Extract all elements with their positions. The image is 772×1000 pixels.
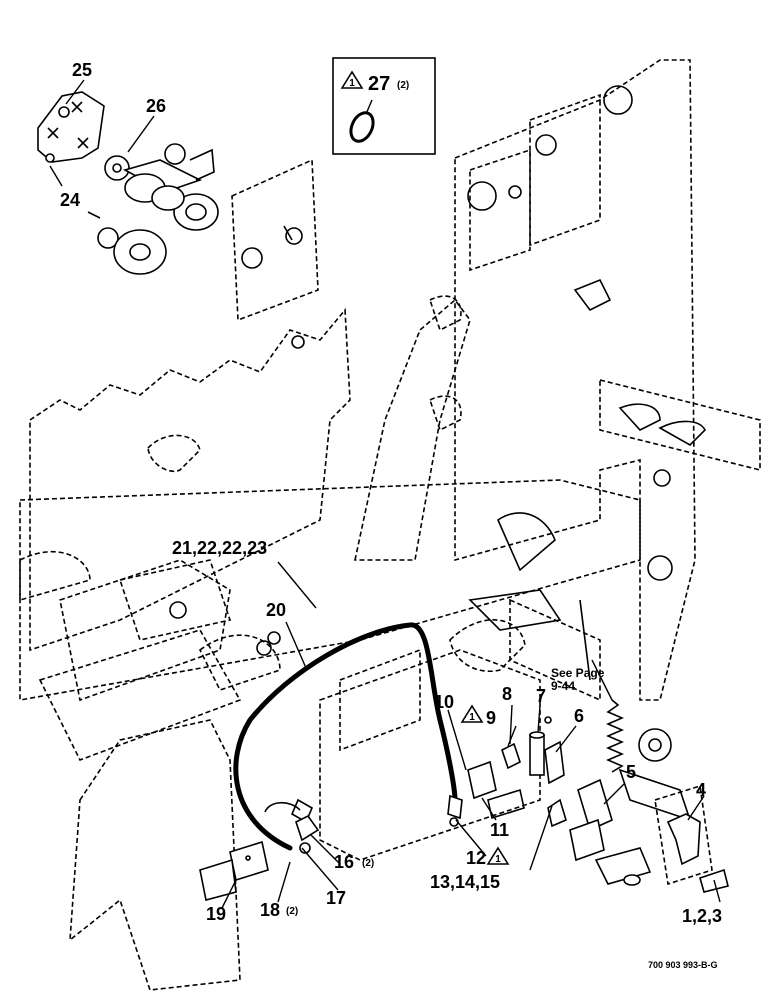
callout-27: 27: [368, 73, 390, 95]
callout-16: 16: [334, 852, 354, 872]
warning-triangle-icon: 1: [460, 704, 484, 723]
callout-1-3: 1,2,3: [682, 906, 722, 926]
callout-13-15: 13,14,15: [430, 872, 500, 892]
see-page-label: See Page: [551, 666, 605, 680]
callout-20: 20: [266, 600, 286, 620]
callout-18: 18: [260, 900, 280, 920]
callout-21-23: 21,22,22,23: [172, 538, 267, 558]
callout-10: 10: [434, 692, 454, 712]
mounting-plate: [231, 158, 319, 322]
svg-text:1: 1: [495, 854, 501, 865]
callout-27-qty: (2): [397, 80, 409, 91]
callout-4: 4: [696, 780, 706, 800]
detail-box-27: 1 27 (2): [332, 57, 436, 155]
callout-12: 12: [466, 848, 486, 868]
callout-8: 8: [502, 684, 512, 704]
callout-6: 6: [574, 706, 584, 726]
callout-5: 5: [626, 762, 636, 782]
warning-triangle-icon: 1: [486, 846, 510, 865]
leader-lines: [49, 79, 721, 909]
callout-labels: 25 26 24 21,22,22,23 20 10 8 1 9 7 6 5 4…: [60, 60, 722, 970]
callout-16-qty: (2): [362, 858, 374, 869]
callout-24: 24: [60, 190, 80, 210]
callout-9: 9: [486, 708, 496, 728]
callout-18-qty: (2): [286, 906, 298, 917]
callout-17: 17: [326, 888, 346, 908]
figure-id: 700 903 993-B-G: [648, 960, 718, 970]
callout-19: 19: [206, 904, 226, 924]
tensioner-assembly: [487, 599, 729, 893]
svg-text:1: 1: [349, 78, 355, 89]
o-ring: [349, 111, 375, 143]
callout-25: 25: [72, 60, 92, 80]
see-page-number: 9-44: [551, 679, 575, 693]
baler-frame: [19, 59, 761, 991]
callout-7: 7: [536, 686, 546, 706]
callout-11: 11: [490, 820, 509, 840]
bracket: [199, 840, 269, 901]
sprocket-assembly: [37, 91, 219, 275]
callout-26: 26: [146, 96, 166, 116]
warning-triangle-icon: 1: [340, 70, 364, 89]
hose-assembly: [233, 622, 463, 854]
valve-assembly: [467, 716, 565, 800]
svg-text:1: 1: [469, 712, 475, 723]
hydraulic-hose: [233, 622, 458, 851]
